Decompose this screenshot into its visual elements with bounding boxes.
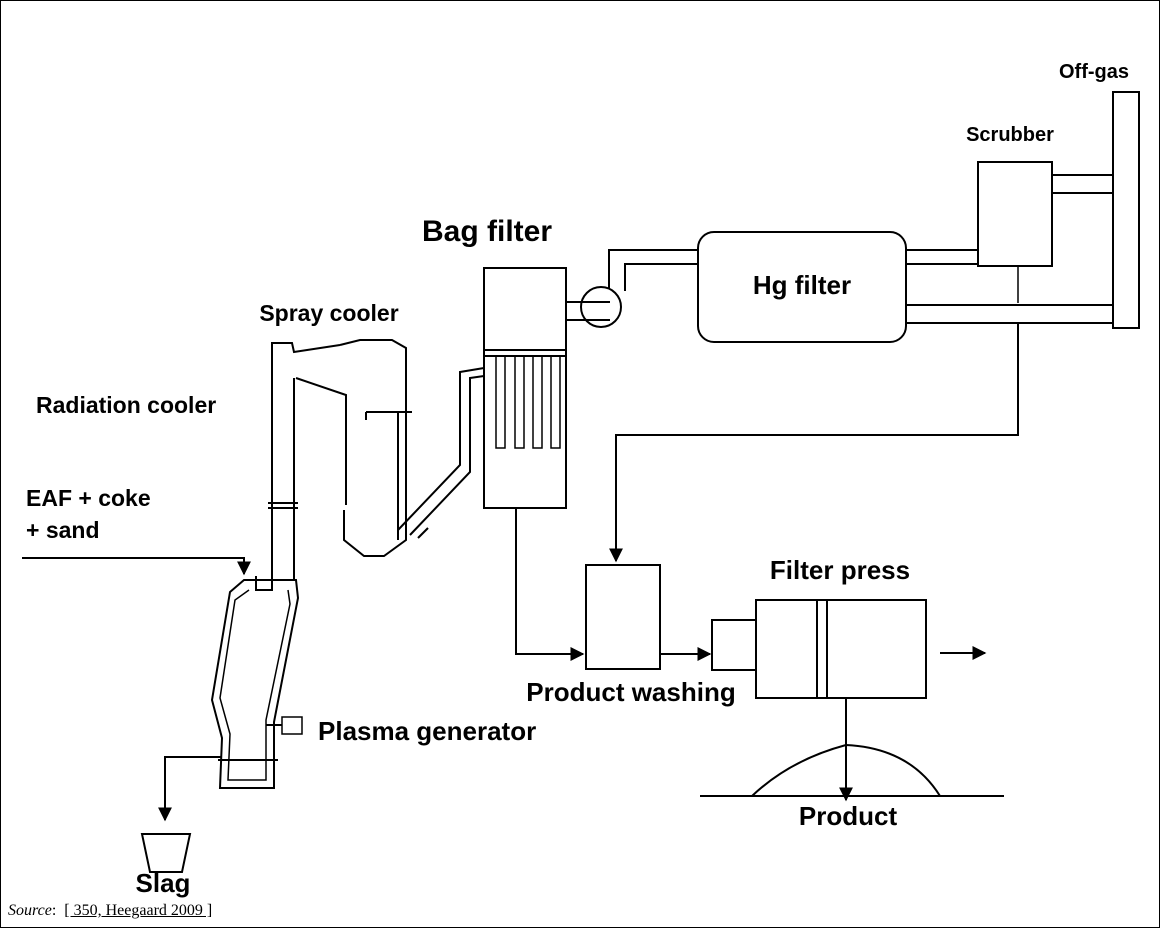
bag-filter-unit (483, 267, 567, 509)
product-washing-tank (585, 564, 712, 670)
bag-filter-label: Bag filter (422, 215, 552, 248)
hg-filter-label: Hg filter (753, 270, 851, 300)
product-washing-label: Product washing (526, 677, 735, 707)
plasma-generator-label: Plasma generator (318, 716, 536, 746)
feed-label-line2: + sand (26, 517, 100, 543)
slag-bucket-icon (140, 833, 192, 873)
slag-label: Slag (136, 868, 191, 898)
filter-press-unit (711, 599, 987, 802)
radiation-cooler-riser (268, 342, 341, 580)
slag-path (158, 756, 222, 822)
scrubber-label: Scrubber (966, 124, 1054, 146)
source-reference-link[interactable]: [ 350, Heegaard 2009 ] (64, 902, 213, 919)
off-gas-label: Off-gas (1059, 61, 1129, 83)
bag-to-washing-line (515, 508, 585, 661)
radiation-cooler-label: Radiation cooler (36, 392, 216, 418)
product-pile (700, 743, 1004, 797)
source-separator: : (51, 902, 57, 919)
scrubber-to-washing-line (609, 323, 1019, 563)
fan-and-duct (565, 249, 698, 328)
spray-cooler-unit (295, 339, 485, 557)
feed-label-line1: EAF + coke (26, 485, 151, 511)
source-caption: Source: [ 350, Heegaard 2009 ] (8, 902, 212, 920)
hg-filter-unit (697, 231, 1113, 343)
spray-cooler-label: Spray cooler (259, 300, 398, 326)
filter-press-label: Filter press (770, 555, 910, 585)
off-gas-stack (1112, 91, 1140, 329)
source-label: Source (8, 902, 52, 919)
feed-line (22, 557, 251, 576)
plasma-furnace (210, 576, 303, 789)
product-label: Product (799, 801, 898, 831)
scrubber-unit (977, 161, 1113, 303)
